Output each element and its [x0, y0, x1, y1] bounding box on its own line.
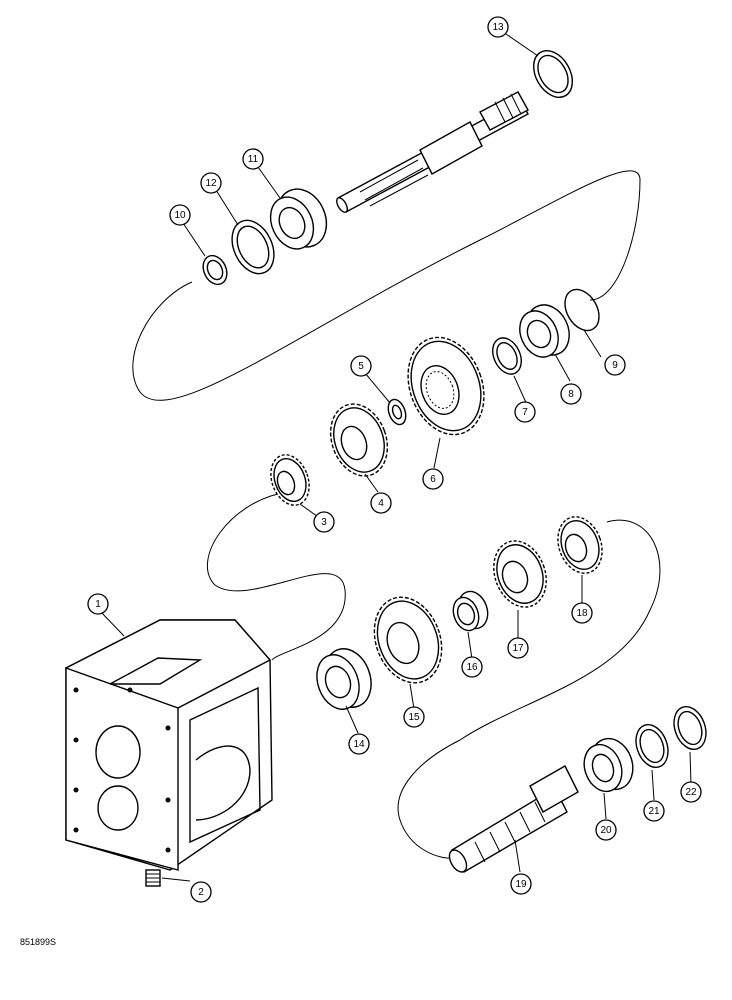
callout-label: 19	[515, 879, 527, 890]
callout-circle	[604, 354, 626, 376]
callout-6: 6	[422, 468, 444, 490]
part-12-ring	[231, 219, 275, 275]
callout-circle	[313, 511, 335, 533]
callout-leaders	[99, 33, 692, 882]
callout-label: 9	[612, 360, 618, 371]
part-15-gear	[373, 596, 443, 684]
callout-circle	[348, 733, 370, 755]
callout-circle	[510, 873, 532, 895]
callout-label: 14	[353, 739, 365, 750]
callout-3: 3	[313, 511, 335, 533]
callout-label: 16	[466, 662, 478, 673]
callout-8: 8	[560, 383, 582, 405]
callout-18: 18	[571, 602, 593, 624]
callout-circle	[507, 637, 529, 659]
part-2-plug	[145, 869, 161, 887]
part-18-gear	[557, 516, 603, 574]
callout-21: 21	[643, 800, 665, 822]
callout-label: 4	[378, 498, 384, 509]
callout-circle	[169, 204, 191, 226]
part-6-large-gear	[407, 336, 485, 436]
callout-1: 1	[87, 593, 109, 615]
figure-id-label: 851899S	[20, 937, 56, 947]
callout-15: 15	[403, 706, 425, 728]
callout-16: 16	[461, 656, 483, 678]
callout-circle	[350, 355, 372, 377]
part-20-bearing	[583, 737, 634, 793]
part-22-ring	[673, 705, 707, 751]
callout-label: 1	[95, 599, 101, 610]
callout-label: 18	[576, 608, 588, 619]
callout-19: 19	[510, 873, 532, 895]
callout-circle	[461, 656, 483, 678]
part-9-snap-ring	[564, 288, 600, 332]
callout-20: 20	[595, 819, 617, 841]
callout-7: 7	[514, 401, 536, 423]
part-11-bearing	[269, 188, 328, 250]
callout-circle	[200, 172, 222, 194]
callout-11: 11	[242, 148, 264, 170]
callout-circle	[514, 401, 536, 423]
callout-label: 3	[321, 517, 327, 528]
callout-circle	[242, 148, 264, 170]
part-13-snap-ring	[532, 50, 574, 98]
part-10-seal	[202, 254, 228, 286]
callout-label: 6	[430, 474, 436, 485]
part-7-ring	[492, 337, 522, 375]
part-19-shaft	[448, 765, 579, 873]
callout-circle	[403, 706, 425, 728]
part-21-ring	[635, 723, 669, 769]
callout-label: 20	[600, 825, 612, 836]
callout-14: 14	[348, 733, 370, 755]
callout-label: 15	[408, 712, 420, 723]
callout-label: 12	[205, 178, 217, 189]
callout-12: 12	[200, 172, 222, 194]
part-3-small-gear	[270, 454, 310, 506]
callout-10: 10	[169, 204, 191, 226]
main-shaft	[336, 91, 529, 213]
callout-label: 11	[248, 154, 259, 165]
callout-label: 8	[568, 389, 574, 400]
callout-circle	[643, 800, 665, 822]
callout-2: 2	[190, 881, 212, 903]
callout-circle	[487, 16, 509, 38]
assembly-path-lines	[132, 170, 661, 859]
callout-4: 4	[370, 492, 392, 514]
callout-label: 21	[648, 806, 660, 817]
part-5-washer	[387, 398, 407, 426]
callout-label: 10	[174, 210, 186, 221]
part-17-gear	[493, 540, 547, 608]
callout-label: 17	[512, 643, 524, 654]
callout-circle	[87, 593, 109, 615]
callout-13: 13	[487, 16, 509, 38]
callout-5: 5	[350, 355, 372, 377]
callout-9: 9	[604, 354, 626, 376]
callout-circle	[422, 468, 444, 490]
callout-22: 22	[680, 781, 702, 803]
callout-circle	[370, 492, 392, 514]
callout-label: 13	[492, 22, 504, 33]
part-16-sleeve	[452, 590, 489, 632]
callout-circle	[560, 383, 582, 405]
callout-label: 7	[522, 407, 528, 418]
part-14-bearing	[316, 648, 372, 710]
callout-circle	[190, 881, 212, 903]
part-1-housing	[64, 619, 273, 871]
part-4-gear	[329, 403, 389, 477]
callout-label: 5	[358, 361, 364, 372]
callout-circle	[571, 602, 593, 624]
part-8-bearing	[519, 304, 570, 358]
callout-circle	[680, 781, 702, 803]
callout-17: 17	[507, 637, 529, 659]
callout-label: 2	[198, 887, 204, 898]
callout-label: 22	[685, 787, 697, 798]
callout-circle	[595, 819, 617, 841]
